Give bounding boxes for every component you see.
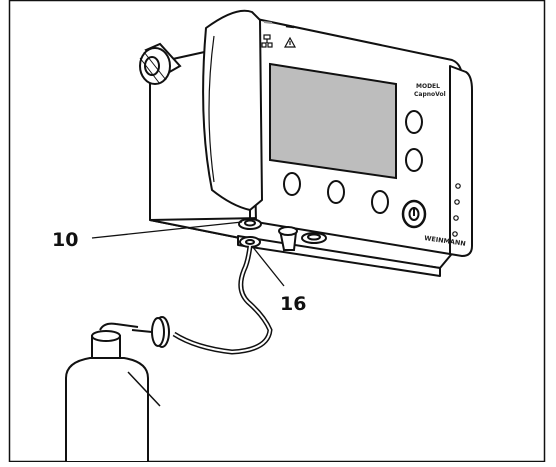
side-indicator-dots — [452, 183, 461, 237]
handle-contour — [208, 35, 215, 183]
callout-10-leader — [91, 221, 243, 239]
power-icon — [408, 207, 420, 221]
handle-bumper — [202, 9, 263, 211]
display-screen[interactable] — [269, 62, 397, 180]
indicator-led-grey — [263, 21, 273, 24]
housing-right-edge — [449, 65, 473, 257]
callout-10-label: 10 — [52, 229, 78, 251]
indicator-led-black — [285, 24, 295, 29]
callout-16-leader — [251, 245, 285, 287]
sample-tube — [172, 245, 273, 355]
status-indicators — [261, 21, 297, 48]
side-button-lower[interactable] — [405, 148, 423, 172]
network-icon — [261, 34, 273, 48]
front-button-left[interactable] — [283, 172, 301, 196]
threaded-connector[interactable] — [139, 42, 182, 85]
front-button-right[interactable] — [371, 190, 389, 214]
alarm-triangle-icon — [283, 36, 297, 48]
tube-connector[interactable] — [239, 236, 261, 248]
power-button[interactable] — [401, 199, 427, 229]
front-button-middle[interactable] — [327, 180, 345, 204]
callout-16-label: 16 — [280, 293, 306, 315]
right-port[interactable] — [301, 232, 327, 244]
inline-filter — [131, 316, 170, 348]
product-label: CapnoVol — [414, 91, 446, 98]
gas-outlet-port[interactable] — [238, 218, 262, 230]
housing-bottom — [149, 217, 456, 269]
side-button-upper[interactable] — [405, 110, 423, 134]
test-gas-bottle — [65, 322, 161, 463]
model-label: MODEL — [416, 83, 440, 90]
middle-port[interactable] — [278, 226, 298, 251]
